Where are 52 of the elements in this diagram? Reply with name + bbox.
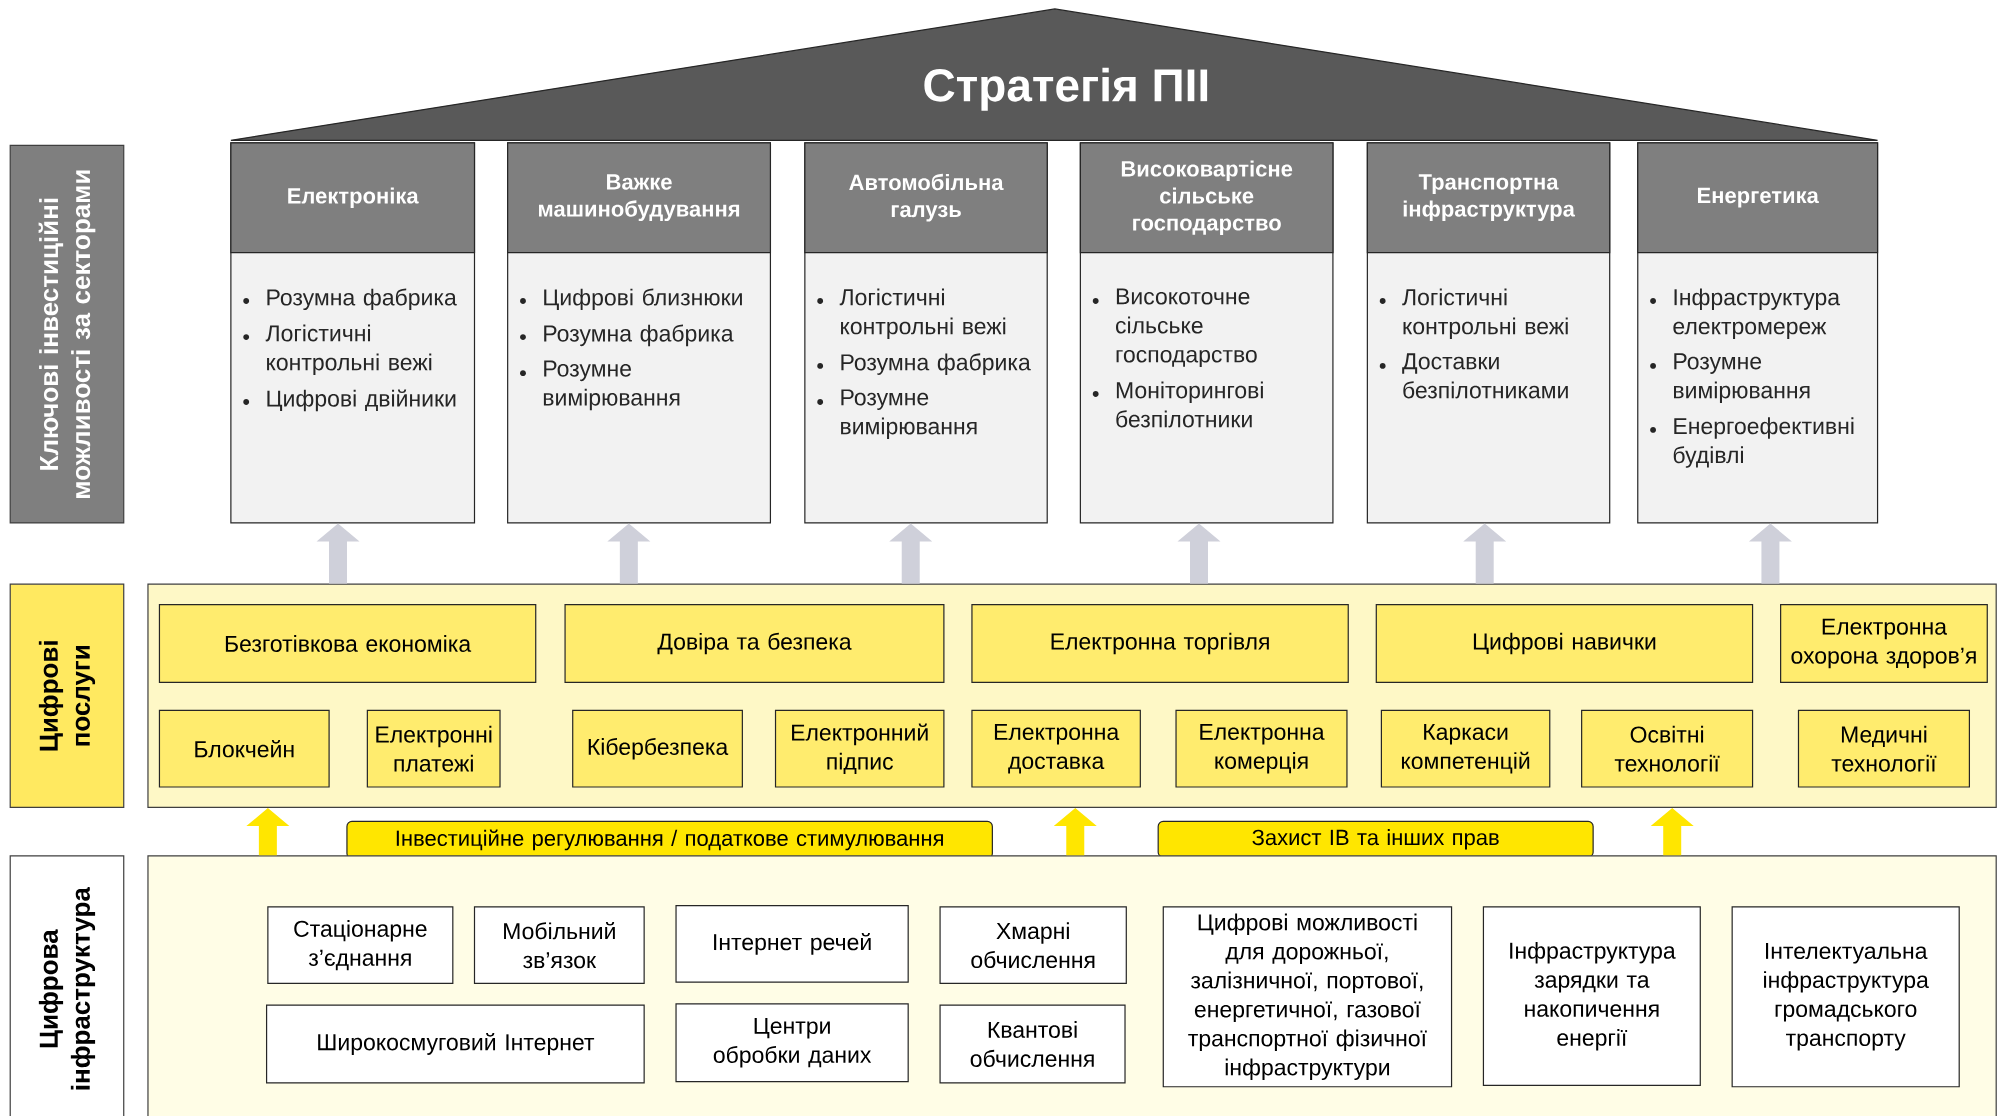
- section-label: Цифрова інфраструктура: [9, 855, 125, 1116]
- bullet-item: Моніторингові безпілотники: [1116, 381, 1263, 428]
- infrastructure-box: Широкосмуговий Інтернет: [266, 1004, 645, 1084]
- bullet-item: Розумне вимірювання: [543, 360, 680, 411]
- infrastructure-box: Інфраструктура зарядки та накопичення енергії: [1482, 906, 1701, 1087]
- infrastructure-box: Центри обробки даних: [675, 1003, 909, 1083]
- bullet-item: Розумна фабрика: [544, 324, 734, 347]
- sector-header: Автомобільна галузь: [804, 142, 1048, 254]
- bullet-item: Інфраструктура електромереж: [1673, 288, 1841, 339]
- service-box: Електронна доставка: [971, 709, 1141, 788]
- bullet-item: Розумна фабрика: [267, 288, 457, 311]
- sector-header: Високовартісне сільське господарство: [1079, 142, 1334, 254]
- sector-header: Важке машинобудування: [507, 142, 771, 254]
- service-box: Електронна охорона здоров’я: [1780, 603, 1988, 683]
- service-box: Електронний підпис: [774, 709, 945, 788]
- service-box: Електронна комерція: [1175, 709, 1348, 788]
- infrastructure-box: Стаціонарне з’єднання: [267, 906, 454, 984]
- service-box: Каркаси компетенцій: [1380, 709, 1551, 788]
- section-label: Ключові інвестиційні можливості за секторами: [9, 144, 125, 524]
- service-box: Безготівкова економіка: [158, 603, 537, 683]
- service-box: Електронні платежі: [366, 709, 501, 788]
- service-box: Блокчейн: [158, 709, 330, 788]
- policy-banner: Захист ІВ та інших прав: [1157, 820, 1594, 858]
- policy-banner: Інвестиційне регулювання / податкове стимулювання: [346, 820, 993, 859]
- bullet-item: Логістичні контрольні вежі: [1402, 288, 1568, 339]
- bullet-item: Логістичні контрольні вежі: [839, 288, 1006, 339]
- bullet-item: Розумне вимірювання: [841, 389, 977, 439]
- service-box: Освітні технології: [1581, 709, 1754, 788]
- infrastructure-box: Цифрові можливості для дорожньої, залізничної, портової, енергетичної, газової транспортної фізичної інфраструктури: [1162, 906, 1453, 1088]
- service-box: Цифрові навички: [1375, 603, 1754, 683]
- bullet-item: Енергоефективні будівлі: [1673, 417, 1854, 468]
- bullet-item: Цифрові двійники: [267, 389, 456, 412]
- service-box: Кібербезпека: [572, 709, 743, 788]
- bullet-item: Розумна фабрика: [841, 353, 1031, 375]
- bullet-item: Цифрові близнюки: [544, 288, 742, 311]
- sector-header: Транспортна інфраструктура: [1366, 142, 1611, 254]
- bullet-item: Розумне вимірювання: [1674, 353, 1810, 403]
- service-box: Медичні технології: [1797, 709, 1970, 788]
- sector-header: Електроніка: [230, 142, 476, 254]
- infrastructure-box: Інтернет речей: [675, 905, 909, 983]
- bullet-item: Логістичні контрольні вежі: [265, 324, 432, 375]
- service-box: Довіра та безпека: [564, 603, 945, 683]
- infrastructure-box: Квантові обчислення: [939, 1004, 1126, 1084]
- sector-header: Енергетика: [1637, 142, 1879, 254]
- infrastructure-box: Хмарні обчислення: [939, 906, 1127, 984]
- infrastructure-box: Інтелектуальна інфраструктура громадського транспорту: [1731, 906, 1960, 1088]
- section-label: Цифрові послуги: [9, 583, 125, 808]
- infrastructure-box: Мобільний зв’язок: [473, 906, 645, 984]
- service-box: Електронна торгівля: [971, 603, 1349, 683]
- bullet-item: Доставки безпілотниками: [1402, 353, 1568, 399]
- bullet-item: Високоточне сільське господарство: [1116, 288, 1257, 368]
- roof-banner: Стратегія ПІІ: [230, 8, 1879, 141]
